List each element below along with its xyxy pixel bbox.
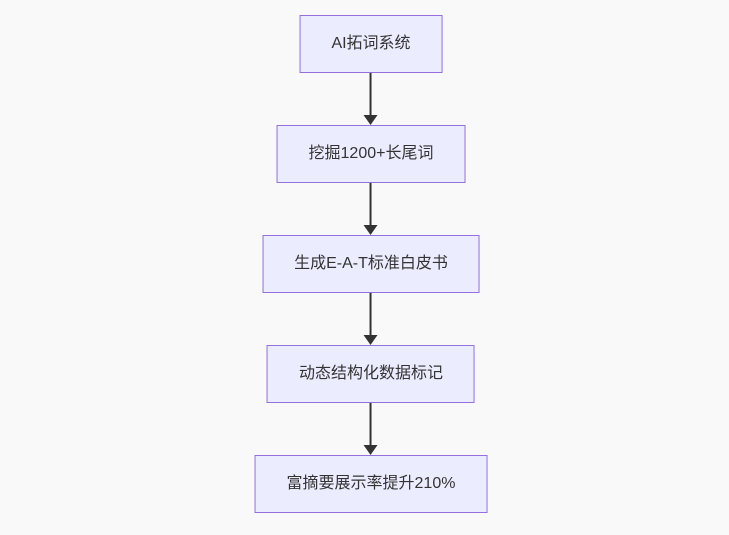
arrowhead-icon: [364, 115, 378, 125]
arrowhead-icon: [364, 225, 378, 235]
arrow-line: [370, 293, 372, 335]
arrowhead-icon: [364, 335, 378, 345]
arrowhead-icon: [364, 445, 378, 455]
flow-node-label: 挖掘1200+长尾词: [308, 145, 434, 162]
arrow-down-2: [364, 183, 378, 235]
flow-node-label: 动态结构化数据标记: [298, 365, 443, 382]
arrow-down-3: [364, 293, 378, 345]
flow-node-ai-word-system: AI拓词系统: [299, 15, 443, 73]
arrow-down-1: [364, 73, 378, 125]
flow-node-structured-data: 动态结构化数据标记: [266, 345, 475, 403]
flow-node-label: AI拓词系统: [331, 35, 411, 52]
arrow-down-4: [364, 403, 378, 455]
flow-node-label: 生成E-A-T标准白皮书: [294, 255, 448, 272]
arrow-line: [370, 183, 372, 225]
flow-node-label: 富摘要展示率提升210%: [286, 475, 456, 492]
flow-node-longtail-mining: 挖掘1200+长尾词: [276, 125, 466, 183]
flow-node-rich-snippet-rate: 富摘要展示率提升210%: [254, 455, 488, 513]
arrow-line: [370, 73, 372, 115]
flowchart: AI拓词系统 挖掘1200+长尾词 生成E-A-T标准白皮书 动态结构化数据标记…: [254, 15, 488, 513]
arrow-line: [370, 403, 372, 445]
flow-node-eat-whitepaper: 生成E-A-T标准白皮书: [262, 235, 480, 293]
